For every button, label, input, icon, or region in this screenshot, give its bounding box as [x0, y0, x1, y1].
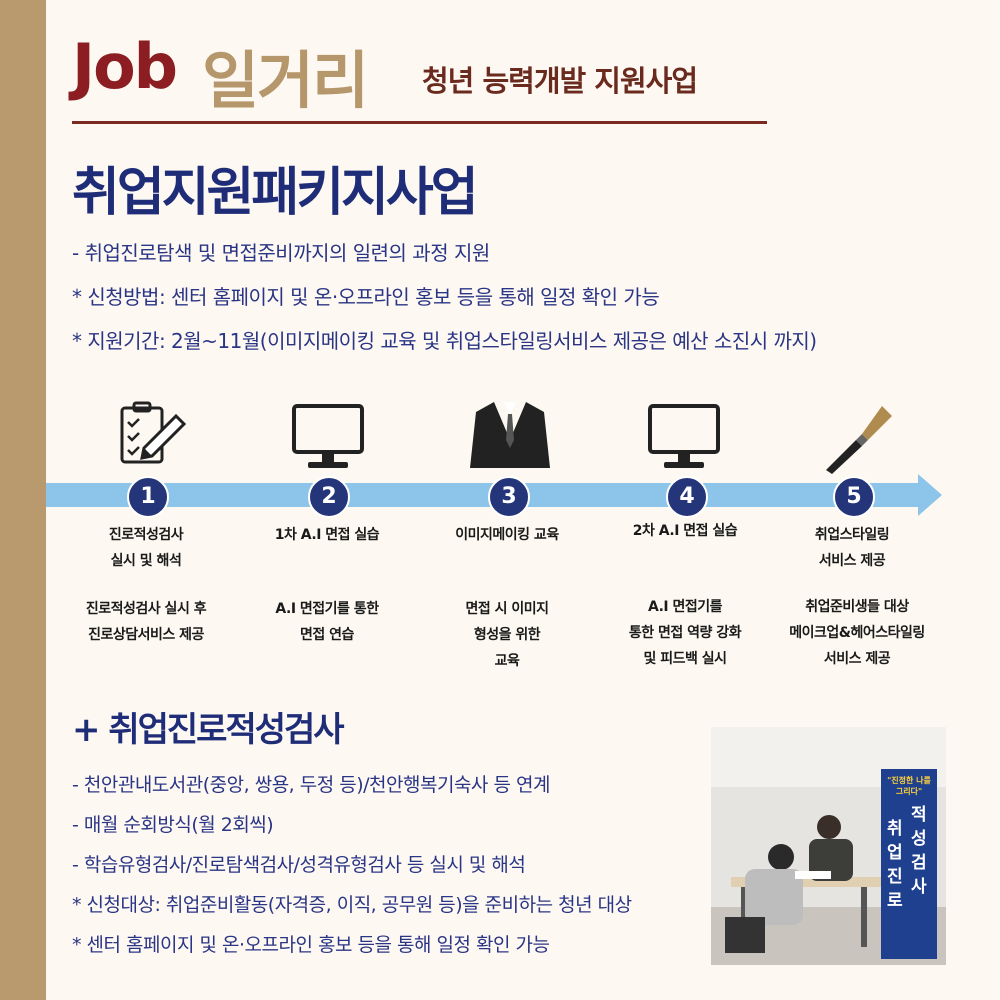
banner-text-left: 취업진로 [887, 819, 903, 911]
bullet-item: - 천안관내도서관(중앙, 쌍용, 두정 등)/천안행복기숙사 등 연계 [72, 774, 550, 796]
header-divider [72, 121, 767, 124]
step-number: 1 [127, 476, 169, 518]
step-label: 2차 A.I 면접 실습 [632, 523, 738, 539]
banner-text-right: 적성검사 [911, 805, 927, 897]
section2-title: + 취업진로적성검사 [72, 710, 345, 750]
banner-stand: "진정한 나를 그리다" 취업진로 적성검사 [881, 769, 937, 959]
suit-jacket-icon [470, 402, 550, 468]
testing-session-photo: "진정한 나를 그리다" 취업진로 적성검사 [711, 727, 946, 965]
monitor-icon [648, 404, 720, 468]
section1-bullets: - 취업진로탐색 및 면접준비까지의 일련의 과정 지원 * 신청방법: 센터 … [72, 238, 817, 370]
step-label: 이미지메이킹 교육 [455, 527, 559, 543]
clipboard-checklist-icon [120, 401, 187, 464]
brand-korean: 일거리 [202, 44, 369, 117]
makeup-brush-icon [826, 406, 892, 474]
bullet-item: - 취업진로탐색 및 면접준비까지의 일련의 과정 지원 [72, 241, 490, 265]
step-number: 5 [833, 476, 875, 518]
banner-slogan: "진정한 나를 그리다" [887, 776, 931, 796]
bullet-item: * 지원기간: 2월~11월(이미지메이킹 교육 및 취업스타일링서비스 제공은… [72, 329, 817, 353]
bullet-item: - 매월 순회방식(월 2회씩) [72, 814, 274, 836]
bullet-item: * 센터 홈페이지 및 온·오프라인 홍보 등을 통해 일정 확인 가능 [72, 934, 550, 956]
bullet-item: * 신청방법: 센터 홈페이지 및 온·오프라인 홍보 등을 통해 일정 확인 … [72, 285, 660, 309]
step-number: 4 [666, 476, 708, 518]
left-accent-bar [0, 0, 46, 1000]
brand-latin: Job [72, 30, 178, 103]
bullet-item: * 신청대상: 취업준비활동(자격증, 이직, 공무원 등)을 준비하는 청년 … [72, 894, 632, 916]
step-number: 3 [488, 476, 530, 518]
header-subtitle: 청년 능력개발 지원사업 [422, 64, 698, 98]
step-number: 2 [308, 476, 350, 518]
bullet-item: - 학습유형검사/진로탐색검사/성격유형검사 등 실시 및 해석 [72, 854, 526, 876]
step-label: 1차 A.I 면접 실습 [274, 527, 380, 543]
header: Job 일거리 청년 능력개발 지원사업 [72, 30, 772, 117]
monitor-icon [292, 404, 364, 468]
section1-title: 취업지원패키지사업 [72, 163, 479, 223]
section2-bullets: - 천안관내도서관(중앙, 쌍용, 두정 등)/천안행복기숙사 등 연계 - 매… [72, 770, 632, 970]
